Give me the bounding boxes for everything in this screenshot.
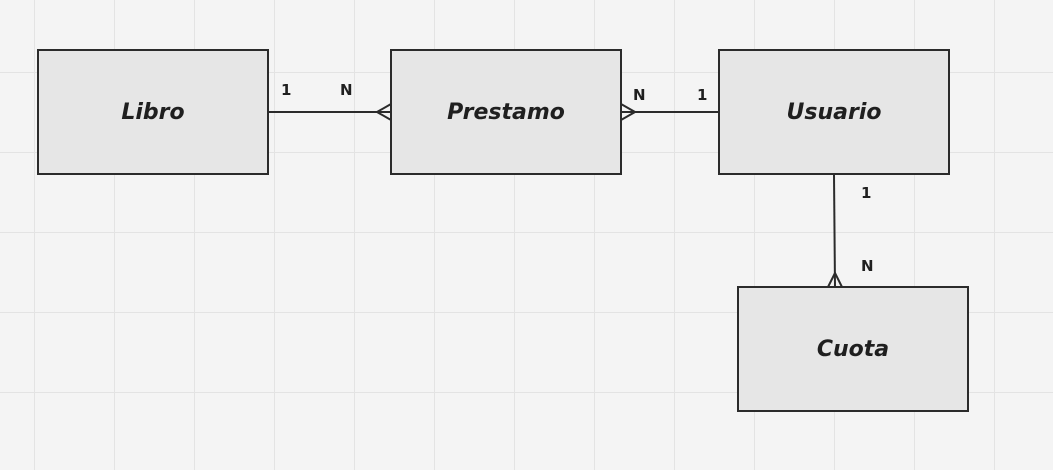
entity-libro[interactable]: Libro <box>37 49 269 175</box>
entity-usuario[interactable]: Usuario <box>718 49 950 175</box>
crowfoot-prestamo-left <box>374 103 392 121</box>
entity-usuario-label: Usuario <box>786 99 882 125</box>
cardinality-prestamo-right: N <box>633 86 646 104</box>
entity-cuota[interactable]: Cuota <box>737 286 969 412</box>
entity-prestamo-label: Prestamo <box>447 99 565 125</box>
cardinality-usuario-left: 1 <box>697 86 708 104</box>
cardinality-libro-side: 1 <box>281 81 292 99</box>
cardinality-cuota-top: N <box>861 257 874 275</box>
connector-usuario-cuota[interactable] <box>833 174 836 288</box>
cardinality-prestamo-left: N <box>340 81 353 99</box>
cardinality-usuario-bottom: 1 <box>861 184 872 202</box>
entity-libro-label: Libro <box>121 99 185 125</box>
entity-cuota-label: Cuota <box>816 336 890 362</box>
entity-prestamo[interactable]: Prestamo <box>390 49 622 175</box>
crowfoot-cuota-top <box>827 270 843 288</box>
crowfoot-prestamo-right <box>620 103 638 121</box>
